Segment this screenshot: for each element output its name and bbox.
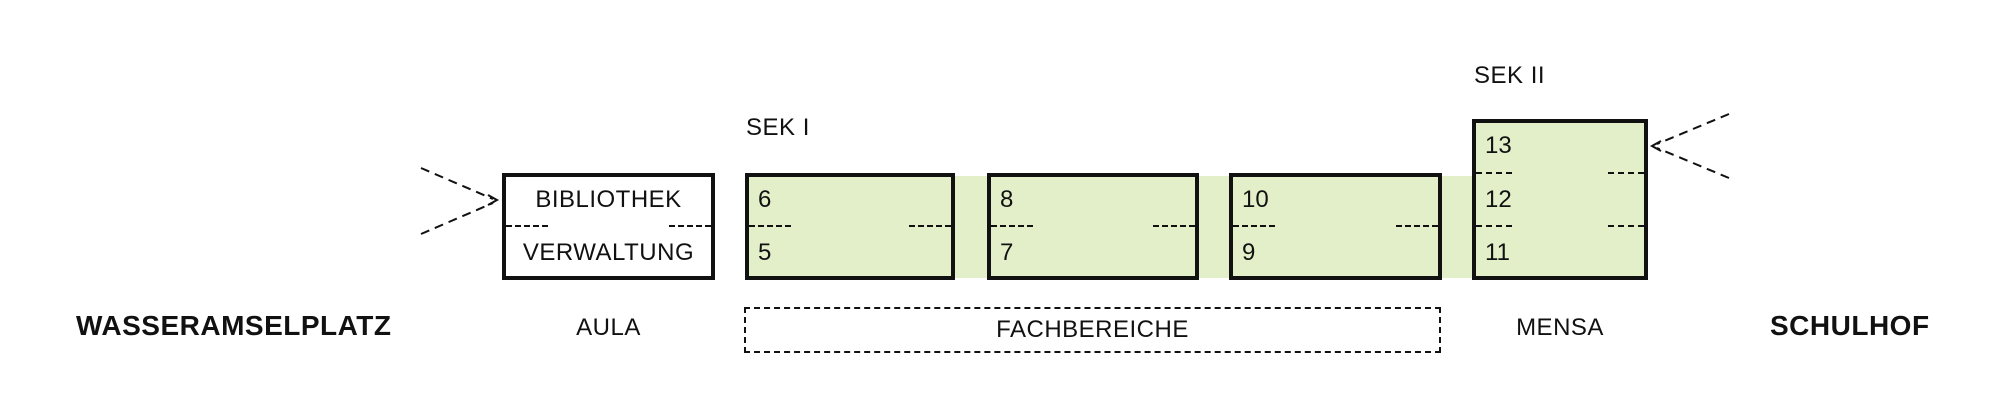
wasseramselplatz-label: WASSERAMSELPLATZ <box>76 310 392 341</box>
floor-divider-dash <box>506 225 548 227</box>
connector-band <box>1197 176 1231 278</box>
floor-divider-dash <box>1153 225 1195 227</box>
sek2-block: 13 12 11 <box>1472 119 1648 280</box>
floor-divider-dash <box>669 225 711 227</box>
fachbereiche-zone: FACHBEREICHE <box>744 307 1441 353</box>
floor-number: 6 <box>758 186 772 213</box>
schulhof-label: SCHULHOF <box>1770 310 1930 341</box>
floor-divider-dash <box>1608 172 1644 174</box>
floor-number: 7 <box>1000 239 1014 266</box>
floor-number: 11 <box>1485 239 1510 266</box>
floor-divider-dash <box>1233 225 1275 227</box>
building-aula-block: BIBLIOTHEK VERWALTUNG <box>502 173 715 280</box>
room-label-verwaltung: VERWALTUNG <box>522 239 695 266</box>
floor-divider-dash <box>1608 225 1644 227</box>
entrance-arrow-west-icon <box>420 167 500 235</box>
floor-number: 12 <box>1485 186 1512 213</box>
floor-divider-dash <box>909 225 951 227</box>
floor-divider-dash <box>1476 172 1512 174</box>
entrance-arrow-east-icon <box>1649 113 1730 179</box>
floor-divider-dash <box>1396 225 1438 227</box>
sek1-block-1: 6 5 <box>745 173 955 280</box>
floor-number: 8 <box>1000 186 1014 213</box>
sek1-block-3: 10 9 <box>1229 173 1442 280</box>
floor-number: 5 <box>758 239 772 266</box>
sek2-label: SEK II <box>1474 62 1546 89</box>
floor-divider-dash <box>991 225 1033 227</box>
floor-number: 9 <box>1242 239 1256 266</box>
room-label-bibliothek: BIBLIOTHEK <box>535 186 682 213</box>
floor-number: 13 <box>1485 132 1512 159</box>
floor-divider-dash <box>749 225 791 227</box>
floor-divider-dash <box>1476 225 1512 227</box>
sek1-block-2: 8 7 <box>987 173 1199 280</box>
mensa-caption: MENSA <box>1516 314 1604 341</box>
connector-band <box>953 176 989 278</box>
floor-number: 10 <box>1242 186 1269 213</box>
fachbereiche-label: FACHBEREICHE <box>996 316 1189 343</box>
connector-band <box>1440 176 1474 278</box>
aula-caption: AULA <box>576 314 641 341</box>
sek1-label: SEK I <box>746 114 810 141</box>
